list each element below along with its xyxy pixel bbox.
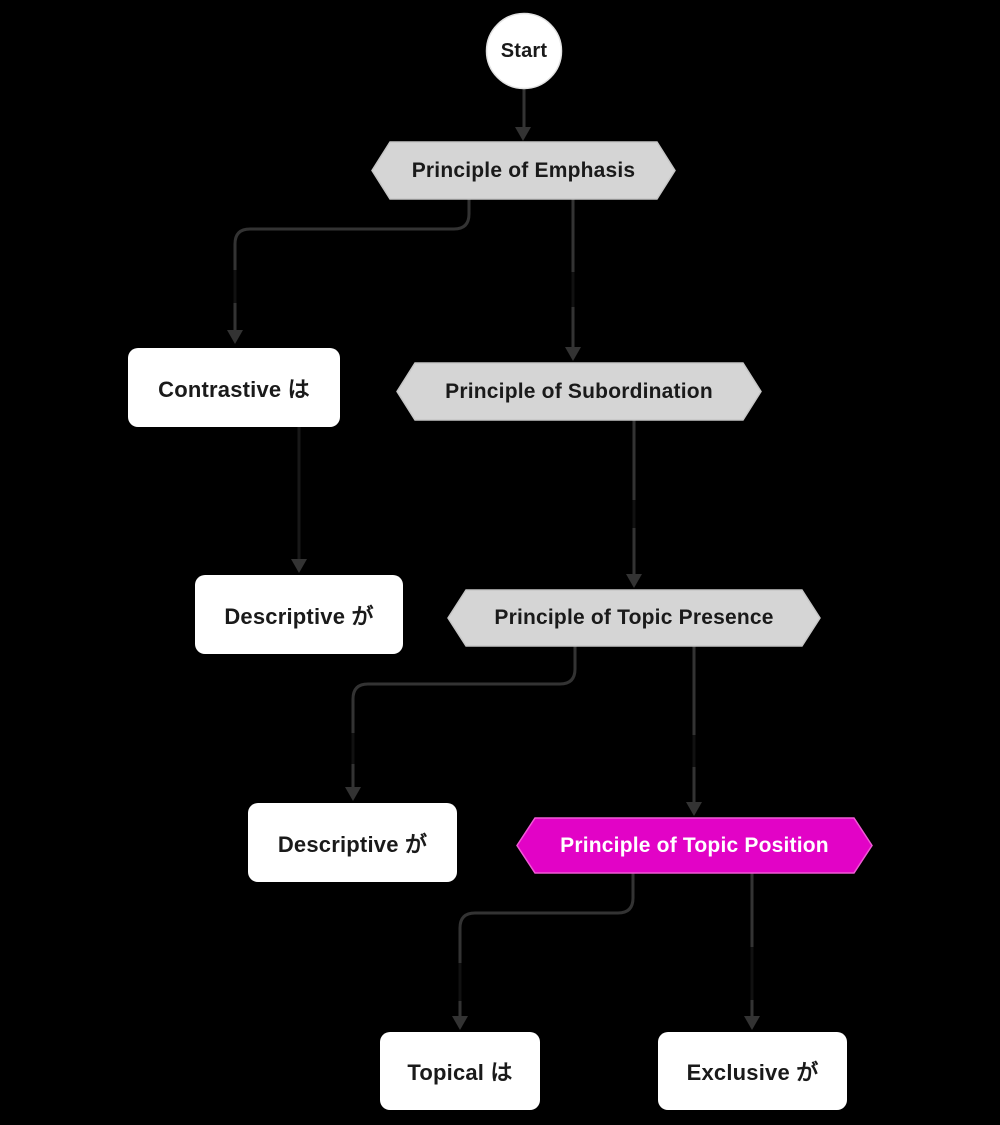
arrowhead-icon: [452, 1016, 468, 1030]
edge-label-patch: [558, 272, 588, 307]
arrowhead-icon: [744, 1016, 760, 1030]
arrowhead-icon: [227, 330, 243, 344]
arrowhead-icon: [291, 559, 307, 573]
edge-label-patch: [445, 963, 475, 1001]
arrowhead-icon: [686, 802, 702, 816]
node-topical-shape: [380, 1032, 540, 1110]
node-exclusive-shape: [658, 1032, 847, 1110]
edge-position-topical: [458, 873, 635, 1017]
arrowhead-icon: [515, 127, 531, 141]
edge-label-patch: [737, 947, 767, 1000]
node-descriptive2-shape: [248, 803, 457, 882]
node-presence-shape: [447, 589, 821, 647]
arrowhead-icon: [565, 347, 581, 361]
edge-emphasis-contrastive: [233, 199, 471, 331]
node-contrastive-shape: [128, 348, 340, 427]
edge-label-patch: [220, 270, 250, 303]
node-descriptive1-shape: [195, 575, 403, 654]
node-position-shape: [516, 817, 873, 874]
edge-label-patch: [338, 733, 368, 764]
node-subordination-shape: [396, 362, 762, 421]
node-emphasis-shape: [371, 141, 676, 200]
edge-label-patch: [679, 735, 709, 767]
arrowhead-icon: [626, 574, 642, 588]
arrowhead-icon: [345, 787, 361, 801]
edge-label-patch: [619, 500, 649, 528]
edge-presence-descriptive: [351, 646, 577, 788]
node-start-shape: [485, 12, 563, 90]
